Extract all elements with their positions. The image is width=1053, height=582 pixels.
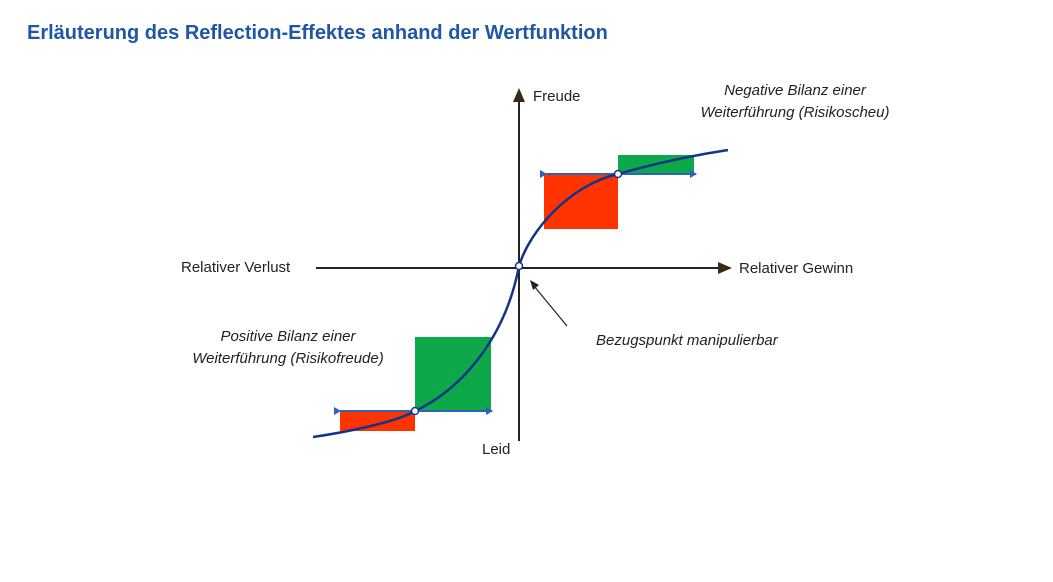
reference-pointer-line xyxy=(533,285,568,327)
x-axis-arrowhead xyxy=(718,262,732,274)
annotation-risk-aversion-line1: Negative Bilanz einer xyxy=(724,82,866,99)
upper-point xyxy=(613,169,623,179)
loss-box-lower xyxy=(340,411,415,431)
annotation-risk-seeking-line1: Positive Bilanz einer xyxy=(220,328,356,345)
y-axis-top-label: Freude xyxy=(533,88,581,105)
lower-point xyxy=(410,406,420,416)
annotation-risk-aversion-line2: Weiterführung (Risikoscheu) xyxy=(700,104,890,121)
y-axis-arrowhead xyxy=(513,88,525,102)
origin-point xyxy=(514,261,524,271)
slide-title: Erläuterung des Reflection-Effektes anha… xyxy=(27,22,608,44)
loss-box-upper xyxy=(544,174,618,229)
annotation-risk-aversion: Negative Bilanz einer Weiterführung (Ris… xyxy=(682,80,908,124)
gain-box-lower xyxy=(415,337,491,411)
y-axis-bottom-label: Leid xyxy=(482,441,511,458)
x-axis-left-label: Relativer Verlust xyxy=(181,259,291,276)
annotation-risk-seeking-line2: Weiterführung (Risikofreude) xyxy=(192,350,384,367)
reference-pointer-head xyxy=(530,280,539,290)
value-function-curve xyxy=(312,148,729,439)
annotation-reference-point: Bezugspunkt manipulierbar xyxy=(596,332,778,349)
annotation-risk-seeking: Positive Bilanz einer Weiterführung (Ris… xyxy=(173,326,403,370)
x-axis-right-label: Relativer Gewinn xyxy=(739,260,854,277)
